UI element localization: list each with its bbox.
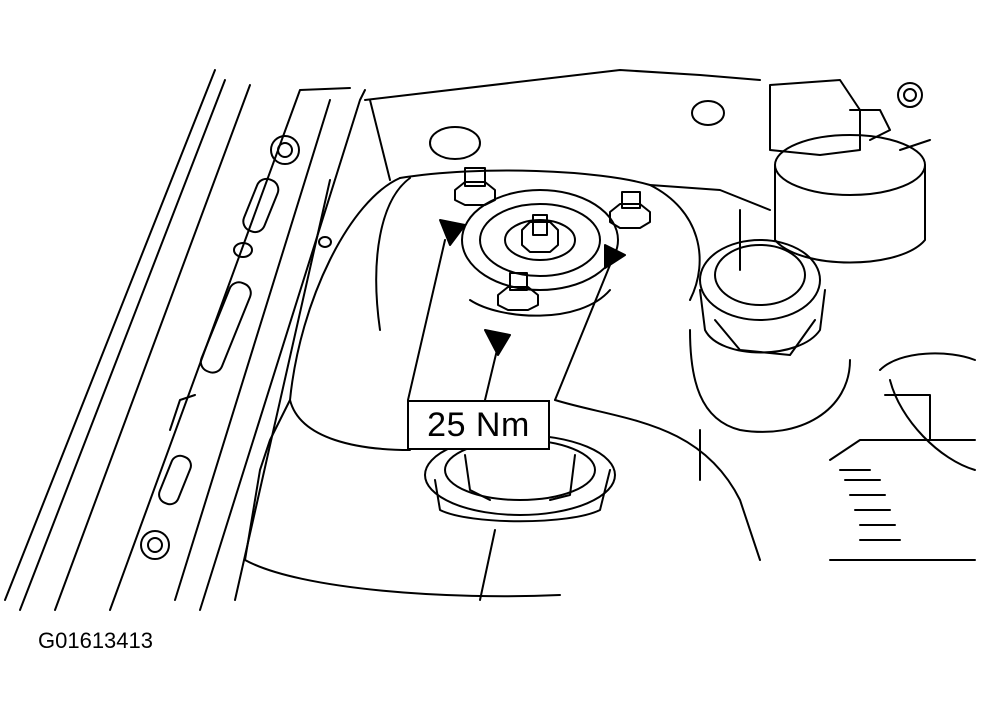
strut-tower: [245, 171, 760, 597]
fender-bolt-bottom: [141, 531, 169, 559]
torque-arrows: [408, 220, 625, 400]
strut-mount: [462, 190, 618, 316]
reservoir-cap: [690, 240, 850, 480]
fender-slots: [156, 176, 331, 507]
center-nut: [522, 215, 558, 252]
mount-nut-left: [455, 168, 495, 205]
mount-nut-center: [498, 273, 538, 310]
fender-rail-lines: [5, 70, 365, 610]
lower-right-components: [830, 353, 975, 560]
top-right-reservoir: [740, 80, 930, 270]
torque-specification-label: 25 Nm: [407, 400, 550, 450]
figure-id: G01613413: [38, 628, 153, 653]
upper-body-panel: [365, 70, 770, 210]
lower-strut-seat: [425, 435, 615, 600]
fender-bolt-top: [271, 136, 299, 164]
mount-nut-right: [610, 192, 650, 228]
